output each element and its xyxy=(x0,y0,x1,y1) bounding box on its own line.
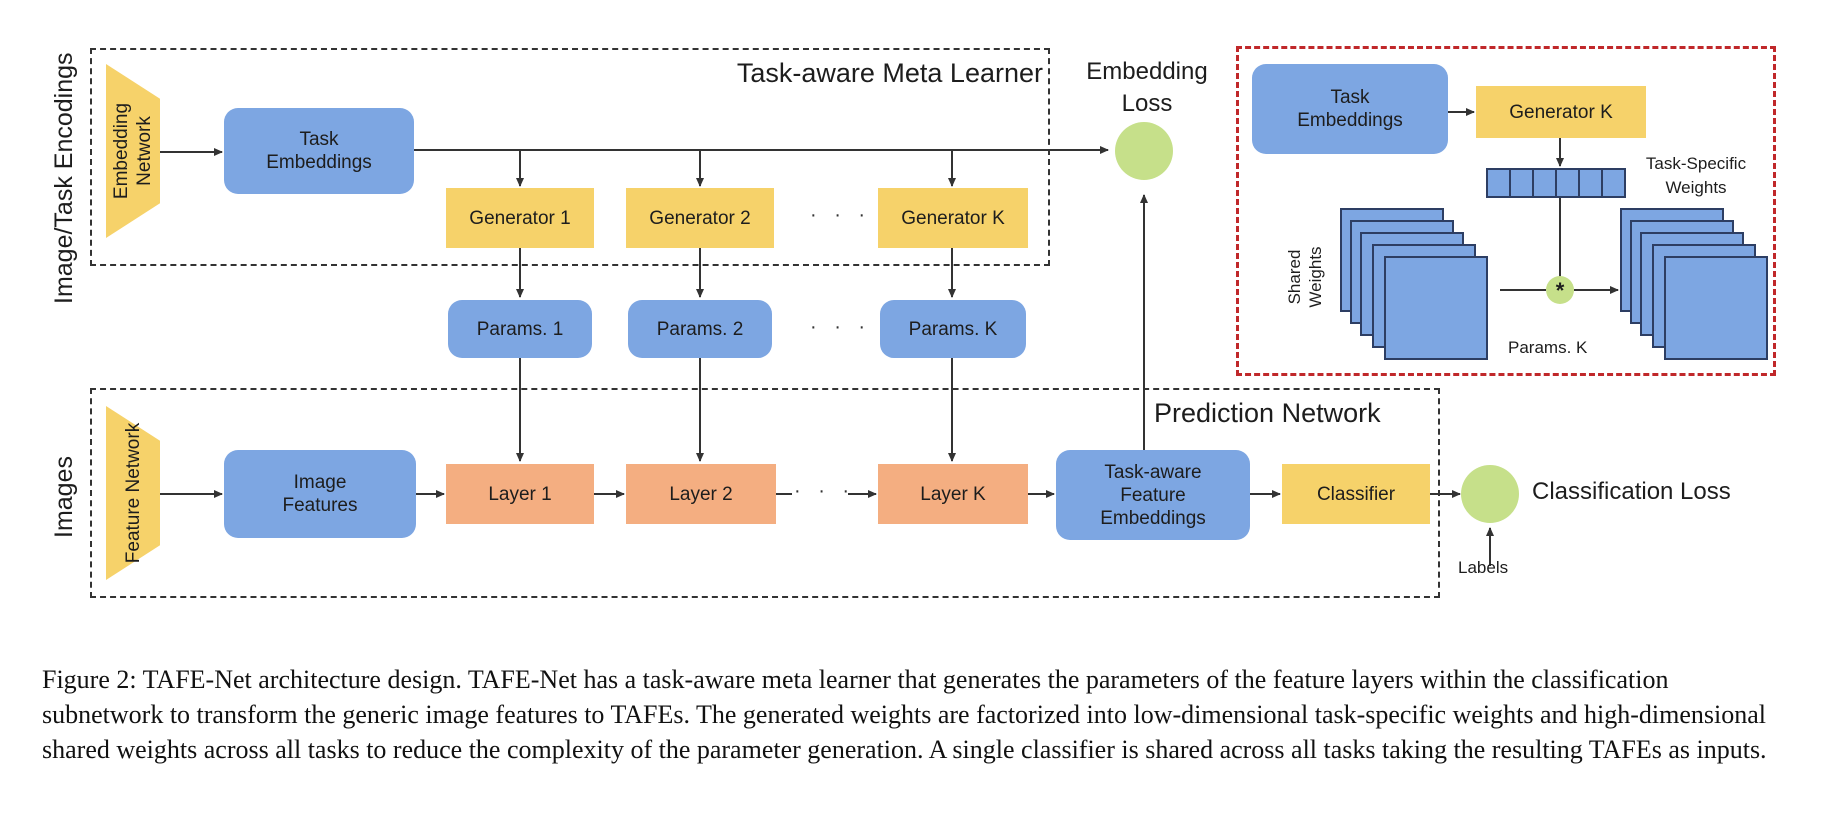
generator-1-box: Generator 1 xyxy=(446,188,594,248)
multiply-operator xyxy=(1546,276,1574,304)
meta-learner-region xyxy=(90,48,1050,266)
prediction-network-title: Prediction Network xyxy=(1154,398,1381,428)
figure-caption: Figure 2: TAFE-Net architecture design. … xyxy=(42,665,1767,764)
prediction-network-region xyxy=(90,388,1440,598)
task-aware-feature-embeddings-box: Task-aware Feature Embeddings xyxy=(1056,450,1250,540)
inset-params-k-label: Params. K xyxy=(1508,338,1588,357)
params-1-box: Params. 1 xyxy=(448,300,592,358)
inset-task-embeddings-box: Task Embeddings xyxy=(1252,64,1448,154)
weight-factorization-inset xyxy=(1236,46,1776,376)
feature-network-label: Feature Network xyxy=(122,422,144,564)
multiply-operator-symbol: * xyxy=(1555,278,1565,303)
classification-loss-label: Classification Loss xyxy=(1532,478,1731,505)
shared-weights-label: Shared Weights xyxy=(1285,246,1325,308)
params-2-box: Params. 2 xyxy=(628,300,772,358)
inset-generator-k-box: Generator K xyxy=(1476,86,1646,138)
embedding-network-label: Embedding Network xyxy=(111,102,155,200)
generator-ellipsis: · · · xyxy=(810,204,872,226)
generator-2-box: Generator 2 xyxy=(626,188,774,248)
side-label-image-task-encodings: Image/Task Encodings xyxy=(50,52,78,304)
meta-learner-title: Task-aware Meta Learner xyxy=(736,58,1043,88)
labels-label: Labels xyxy=(1458,558,1509,577)
embedding-loss-circle xyxy=(1115,122,1173,180)
layer-1-box: Layer 1 xyxy=(446,464,594,524)
generator-k-box: Generator K xyxy=(878,188,1028,248)
task-embeddings-box: Task Embeddings xyxy=(224,108,414,194)
classification-loss-circle xyxy=(1461,465,1519,523)
layer-ellipsis: · · · xyxy=(794,480,856,502)
embedding-loss-label: Embedding Loss xyxy=(1086,58,1208,117)
params-k-box: Params. K xyxy=(880,300,1026,358)
params-ellipsis: · · · xyxy=(810,316,872,338)
classifier-box: Classifier xyxy=(1282,464,1430,524)
task-specific-weights-label: Task-Specific Weights xyxy=(1645,154,1747,197)
side-label-images: Images xyxy=(50,456,78,538)
layer-k-box: Layer K xyxy=(878,464,1028,524)
image-features-box: Image Features xyxy=(224,450,416,538)
layer-2-box: Layer 2 xyxy=(626,464,776,524)
